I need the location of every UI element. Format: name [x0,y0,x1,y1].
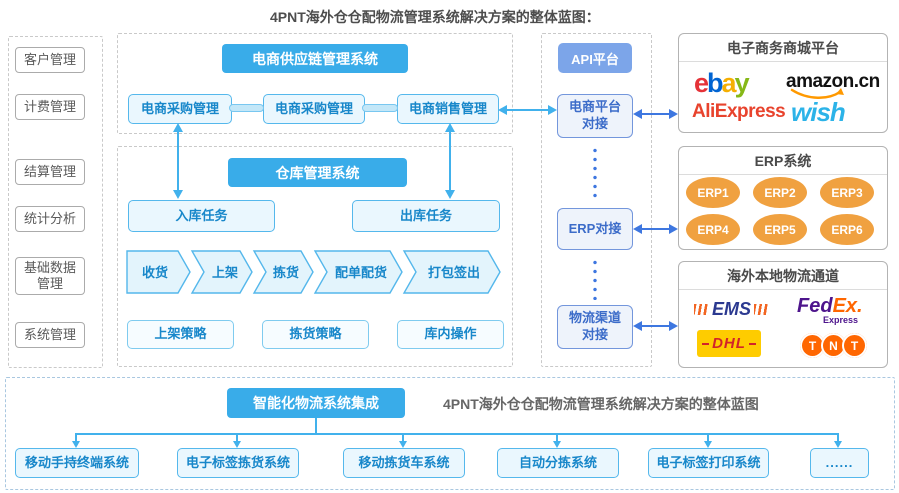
sidebar-item-customer: 客户管理 [15,47,85,73]
api-platform-header: API平台 [558,43,632,73]
process-step-label: 上架 [212,265,238,280]
shelving-strategy-box: 上架策略 [127,320,234,349]
in-warehouse-ops-box: 库内操作 [397,320,504,349]
erp1-bubble: ERP1 [686,177,740,208]
erp5-bubble: ERP5 [753,214,807,245]
dotted-connector [593,146,597,198]
dhl-logo: DHL [697,330,761,357]
process-step-label: 收货 [142,265,168,280]
etag-picking-box: 电子标签拣货系统 [177,448,299,478]
process-flow: 收货 上架 拣货 配单配货 打包签出 [126,250,501,294]
bottom-caption: 4PNT海外仓仓配物流管理系统解决方案的整体蓝图 [443,396,759,412]
ems-stripes-icon [754,304,770,315]
bottom-panel [5,377,895,490]
erp6-bubble: ERP6 [820,214,874,245]
more-systems-box: ...... [810,448,869,478]
sidebar-panel [8,36,103,368]
dotted-connector [593,258,597,300]
process-step-label: 打包签出 [428,265,480,280]
erp4-bubble: ERP4 [686,214,740,245]
erp2-bubble: ERP2 [753,177,807,208]
ebay-logo: ebay [694,68,750,98]
tree-drop-arrow [834,434,842,448]
process-step-label: 拣货 [273,265,299,280]
ecommerce-integration-node: 电商平台对接 [557,94,633,138]
page-title: 4PNT海外仓仓配物流管理系统解决方案的整体蓝图： [270,9,600,25]
mobile-handheld-box: 移动手持终端系统 [15,448,139,478]
arrow-api-erp [633,224,678,234]
tree-drop-arrow [72,434,80,448]
chevron-pick [252,250,314,294]
fedex-logo: FedEx. [797,295,863,317]
connector-pipe [229,104,264,112]
arrow-api-ecommerce [633,109,678,119]
inbound-task-box: 入库任务 [128,200,275,232]
chevron-assemble [313,250,403,294]
tree-drop-arrow [553,434,561,448]
arrow-api-logistics [633,321,678,331]
api-panel [541,33,652,367]
sidebar-item-system: 系统管理 [15,322,85,348]
arrow-purchase-inbound [173,123,183,199]
picking-strategy-box: 拣货策略 [262,320,369,349]
ems-logo: EMS [694,299,770,320]
auto-sorting-box: 自动分拣系统 [497,448,619,478]
ecommerce-platforms-panel: 电子商务商城平台 [678,33,888,133]
arrow-sales-outbound [445,123,455,199]
etag-printing-box: 电子标签打印系统 [648,448,769,478]
amazon-smile-icon [790,88,844,99]
erp-integration-node: ERP对接 [557,208,633,250]
chevron-receive [126,250,191,294]
sales-mgmt-box: 电商销售管理 [397,94,499,124]
warehouse-header: 仓库管理系统 [228,158,407,187]
sidebar-item-settlement: 结算管理 [15,159,85,185]
ems-stripes-icon [694,304,709,315]
mobile-picking-cart-box: 移动拣货车系统 [343,448,465,478]
chevron-pack [402,250,501,294]
aliexpress-logo: AliExpress [692,101,786,122]
supply-chain-header: 电商供应链管理系统 [222,44,408,73]
logistics-integration-node: 物流渠道对接 [557,305,633,349]
chevron-shelve [190,250,253,294]
sidebar-item-basedata: 基础数据管理 [15,257,85,295]
wish-logo: wish [791,97,846,127]
outbound-task-box: 出库任务 [352,200,500,232]
purchase-mgmt-box-2: 电商采购管理 [263,94,365,124]
tree-drop-arrow [704,434,712,448]
amazon-logo: amazon.cn [786,71,880,92]
logistics-channels-title: 海外本地物流通道 [679,262,887,290]
tree-rail [75,433,839,435]
erp3-bubble: ERP3 [820,177,874,208]
smart-logistics-header: 智能化物流系统集成 [227,388,405,418]
erp-systems-title: ERP系统 [679,147,887,175]
tree-drop-arrow [399,434,407,448]
process-step-label: 配单配货 [335,265,387,280]
purchase-mgmt-box-1: 电商采购管理 [128,94,232,124]
sidebar-item-billing: 计费管理 [15,94,85,120]
ecommerce-platforms-title: 电子商务商城平台 [679,34,887,62]
fedex-express-label: Express [823,315,859,325]
supply-chain-panel [117,33,513,134]
arrow-sales-api [498,105,557,115]
tree-stub [315,418,317,434]
sidebar-item-statistics: 统计分析 [15,206,85,232]
tree-drop-arrow [233,434,241,448]
connector-pipe [362,104,398,112]
tnt-logo: T N T [800,333,867,358]
warehouse-panel [117,146,513,367]
